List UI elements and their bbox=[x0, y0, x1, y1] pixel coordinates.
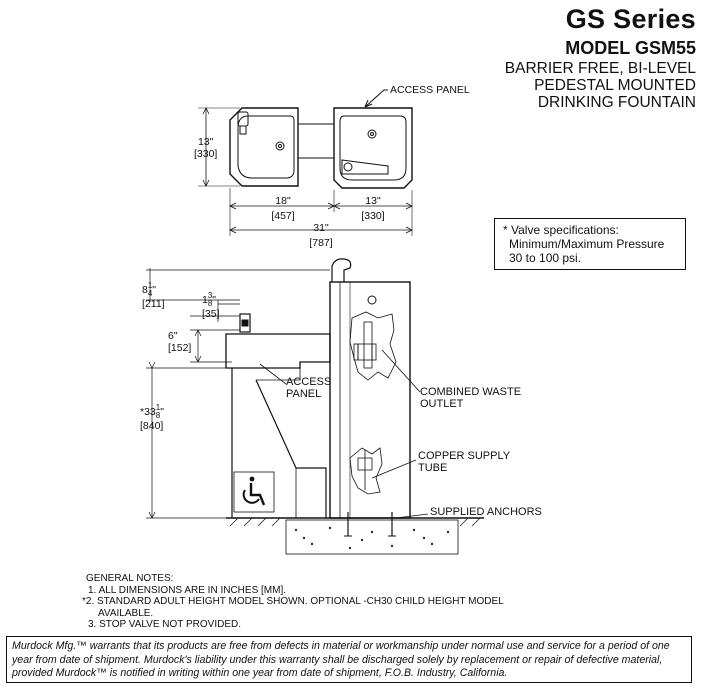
note-line: AVAILABLE. bbox=[98, 607, 154, 619]
series-title: GS Series bbox=[565, 4, 696, 34]
note-line: *2. STANDARD ADULT HEIGHT MODEL SHOWN. O… bbox=[82, 596, 504, 607]
product-description: BARRIER FREE, BI-LEVEL PEDESTAL MOUNTED … bbox=[505, 60, 696, 111]
top-height-dim: 13" [330] bbox=[194, 136, 218, 160]
left-width-dim: 18" [457] bbox=[271, 195, 295, 222]
copper-tube-label: COPPER SUPPLY TUBE bbox=[418, 450, 511, 474]
valve-spec-box: * Valve specifications: Minimum/Maximum … bbox=[494, 218, 686, 270]
warranty-line: Murdock Mfg.™ warrants that its products… bbox=[12, 640, 670, 652]
description-line: BARRIER FREE, BI-LEVEL bbox=[504, 60, 696, 77]
note-line: 3. STOP VALVE NOT PROVIDED. bbox=[88, 619, 242, 630]
description-line: DRINKING FOUNTAIN bbox=[537, 94, 696, 111]
top-view bbox=[198, 89, 413, 236]
model-title: MODEL GSM55 bbox=[565, 38, 696, 58]
description-line: PEDESTAL MOUNTED bbox=[534, 77, 696, 94]
warranty-box: Murdock Mfg.™ warrants that its products… bbox=[6, 636, 692, 683]
warranty-line: provided Murdock™ is notified in writing… bbox=[12, 667, 508, 679]
side-view bbox=[146, 258, 484, 555]
top-access-panel-label: ACCESS PANEL bbox=[390, 84, 470, 96]
waste-outlet-label: COMBINED WASTE OUTLET bbox=[420, 386, 522, 410]
wheelchair-icon bbox=[242, 476, 266, 506]
total-width-dim: 31" [787] bbox=[309, 222, 333, 249]
right-width-dim: 13" [330] bbox=[361, 195, 385, 222]
notes-title: GENERAL NOTES: bbox=[86, 573, 174, 584]
warranty-line: year from date of shipment. Murdock's li… bbox=[12, 653, 663, 666]
dim-6: 6" [152] bbox=[168, 330, 192, 354]
side-access-panel-label: ACCESS PANEL bbox=[286, 376, 332, 400]
general-notes: GENERAL NOTES: 1. ALL DIMENSIONS ARE IN … bbox=[82, 573, 504, 631]
anchors-label: SUPPLIED ANCHORS bbox=[430, 506, 542, 518]
note-line: 1. ALL DIMENSIONS ARE IN INCHES [MM]. bbox=[88, 584, 287, 596]
